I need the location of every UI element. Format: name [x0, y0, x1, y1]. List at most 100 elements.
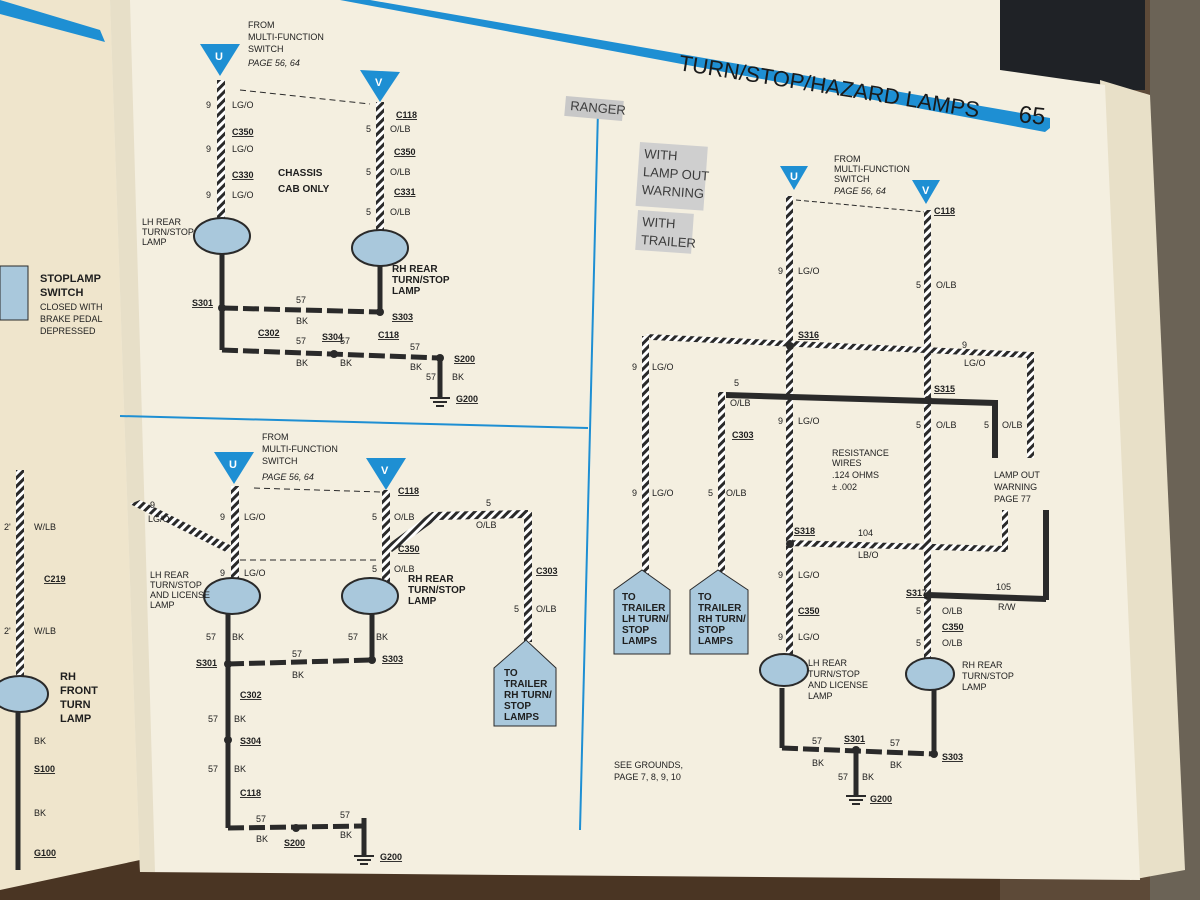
wire-lbo-up	[1002, 510, 1008, 550]
wire-color: W/LB	[34, 626, 56, 636]
ranger-label-box	[564, 96, 624, 121]
splice-dot	[786, 540, 794, 548]
connector-label: C118	[396, 110, 417, 120]
wire-olb-trailer	[524, 512, 532, 642]
wire-code: 57	[206, 632, 216, 642]
wire-lgo-branch	[130, 500, 232, 552]
wire-code: 5	[916, 280, 921, 290]
wire-lgo-bottom	[231, 486, 239, 586]
wire-lgo-lamp-out	[1027, 352, 1034, 462]
wire-color: LG/O	[798, 416, 820, 426]
splice-dot	[376, 308, 384, 316]
v-terminal-icon	[912, 180, 940, 204]
panel-divider-vertical	[579, 109, 599, 831]
dashed-link-bottom	[253, 487, 381, 493]
connector-label: C303	[536, 566, 558, 576]
splice-label: S316	[798, 330, 819, 340]
splice-dot	[852, 746, 860, 754]
wire-color: O/LB	[726, 488, 747, 498]
wire-color: LG/O	[232, 100, 254, 110]
wire-color: O/LB	[476, 520, 497, 530]
wire-code: 57	[292, 649, 302, 659]
splice-label: S303	[392, 312, 413, 322]
wire-code: 57	[208, 764, 218, 774]
ground-label: G200	[870, 794, 892, 804]
stoplamp-switch-icon	[0, 265, 29, 321]
dashed-link-ranger	[795, 199, 927, 213]
splice-label: S200	[284, 838, 305, 848]
wire-code: 9	[220, 512, 225, 522]
wire-lbo-s318	[786, 540, 1006, 552]
wire-lgo-top-left	[217, 80, 225, 250]
wire-code: 5	[366, 207, 371, 217]
splice-label: S100	[34, 764, 55, 774]
wire-code: 57	[208, 714, 218, 724]
splice-dot	[924, 396, 932, 404]
see-grounds-note: SEE GROUNDS,PAGE 7, 8, 9, 10	[614, 760, 683, 782]
splice-dot	[436, 354, 444, 362]
wire-code: 57	[256, 814, 266, 824]
splice-label: S304	[240, 736, 261, 746]
wire-code: 5	[372, 564, 377, 574]
wire-lgo-s316	[646, 334, 1030, 358]
wire-color: BK	[234, 764, 246, 774]
lamp-out-tag: WITHLAMP OUTWARNING	[641, 146, 711, 201]
page-number: 65	[1017, 101, 1046, 131]
wire-color: O/LB	[536, 604, 557, 614]
wire-color: BK	[34, 808, 46, 818]
page-stack-edge	[1100, 80, 1185, 880]
binder-corner	[1000, 0, 1145, 90]
wire-color: LG/O	[798, 570, 820, 580]
wire-olb-ranger	[924, 210, 931, 660]
splice-dot	[930, 750, 938, 758]
v-label: V	[375, 77, 383, 89]
splice-label: S304	[322, 332, 343, 342]
wire-color: LG/O	[148, 514, 170, 524]
wire-code: 9	[632, 362, 637, 372]
trailer-tag-box	[635, 210, 694, 254]
u-terminal-icon	[200, 44, 240, 76]
wire-code: 5	[916, 638, 921, 648]
lh-rear-lamp-icon	[759, 653, 809, 687]
left-page	[0, 0, 140, 890]
ground-label: G100	[34, 848, 56, 858]
wire-color: BK	[234, 714, 246, 724]
splice-dot	[786, 342, 794, 350]
wire-code: 5	[366, 167, 371, 177]
page-gutter-shadow	[110, 0, 155, 872]
wire-code: 9	[206, 100, 211, 110]
wire-color: O/LB	[936, 420, 957, 430]
wire-color: LG/O	[798, 266, 820, 276]
rh-rear-lamp-icon	[341, 577, 399, 615]
lh-rear-lamp-icon	[193, 217, 251, 255]
wire-color: BK	[34, 736, 46, 746]
v-label: V	[381, 465, 389, 477]
wire-code: 9	[206, 144, 211, 154]
wire-olb-lamp-out	[992, 400, 998, 460]
wire-color: BK	[376, 632, 388, 642]
connector-label: C118	[934, 206, 955, 216]
splice-dot	[368, 656, 376, 664]
wire-color: R/W	[998, 602, 1016, 612]
wire-color: BK	[340, 358, 352, 368]
v-label: V	[922, 185, 930, 197]
wire-code: 2'	[4, 626, 11, 636]
wire-code: 9	[220, 568, 225, 578]
splice-dot	[292, 824, 300, 832]
wire-code: 5	[734, 378, 739, 388]
wire-olg-branch	[386, 510, 528, 552]
wire-color: LB/O	[858, 550, 879, 560]
wire-lgo-trailer-lh	[642, 336, 649, 578]
wire-code: 9	[778, 266, 783, 276]
to-trailer-rh-box-ranger	[689, 569, 749, 655]
splice-label: S301	[844, 734, 865, 744]
